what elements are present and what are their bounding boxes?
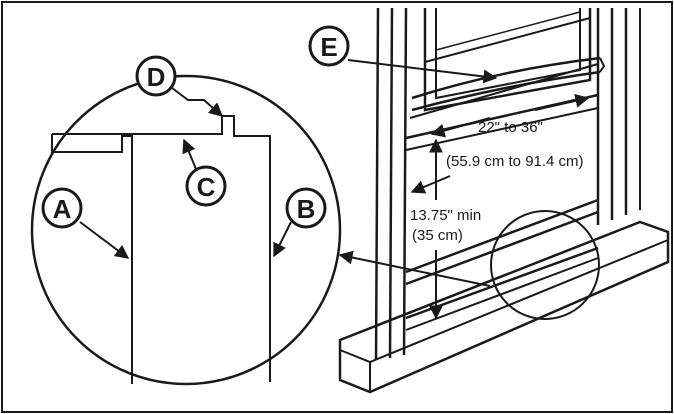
sill-profile: [51, 134, 133, 384]
detail-callout-circle: [490, 210, 600, 320]
label-e: E: [308, 25, 498, 84]
label-e-text: E: [320, 32, 337, 62]
window-opening-metric-label: (55.9 cm to 91.4 cm): [446, 153, 584, 170]
sill-height-dimension: 13.75" min (35 cm): [410, 138, 481, 320]
label-c-text: C: [197, 172, 216, 202]
label-b-text: B: [297, 194, 316, 224]
window-opening-imperial-label: 22" to 36": [478, 119, 543, 136]
magnified-detail-circle: [30, 74, 342, 386]
label-a: A: [41, 187, 130, 259]
sill-height-metric-label: (35 cm): [412, 227, 463, 244]
label-c: C: [182, 138, 227, 207]
detail-callout-pointer: [338, 250, 491, 287]
sill-height-imperial-label: 13.75" min: [410, 207, 481, 224]
label-b: B: [273, 187, 327, 258]
label-a-text: A: [53, 194, 72, 224]
label-d-text: D: [147, 62, 166, 92]
label-d: D: [135, 55, 224, 117]
window-opening-dimension: 22" to 36" (55.9 cm to 91.4 cm): [430, 93, 590, 170]
magnified-detail: [30, 74, 342, 386]
